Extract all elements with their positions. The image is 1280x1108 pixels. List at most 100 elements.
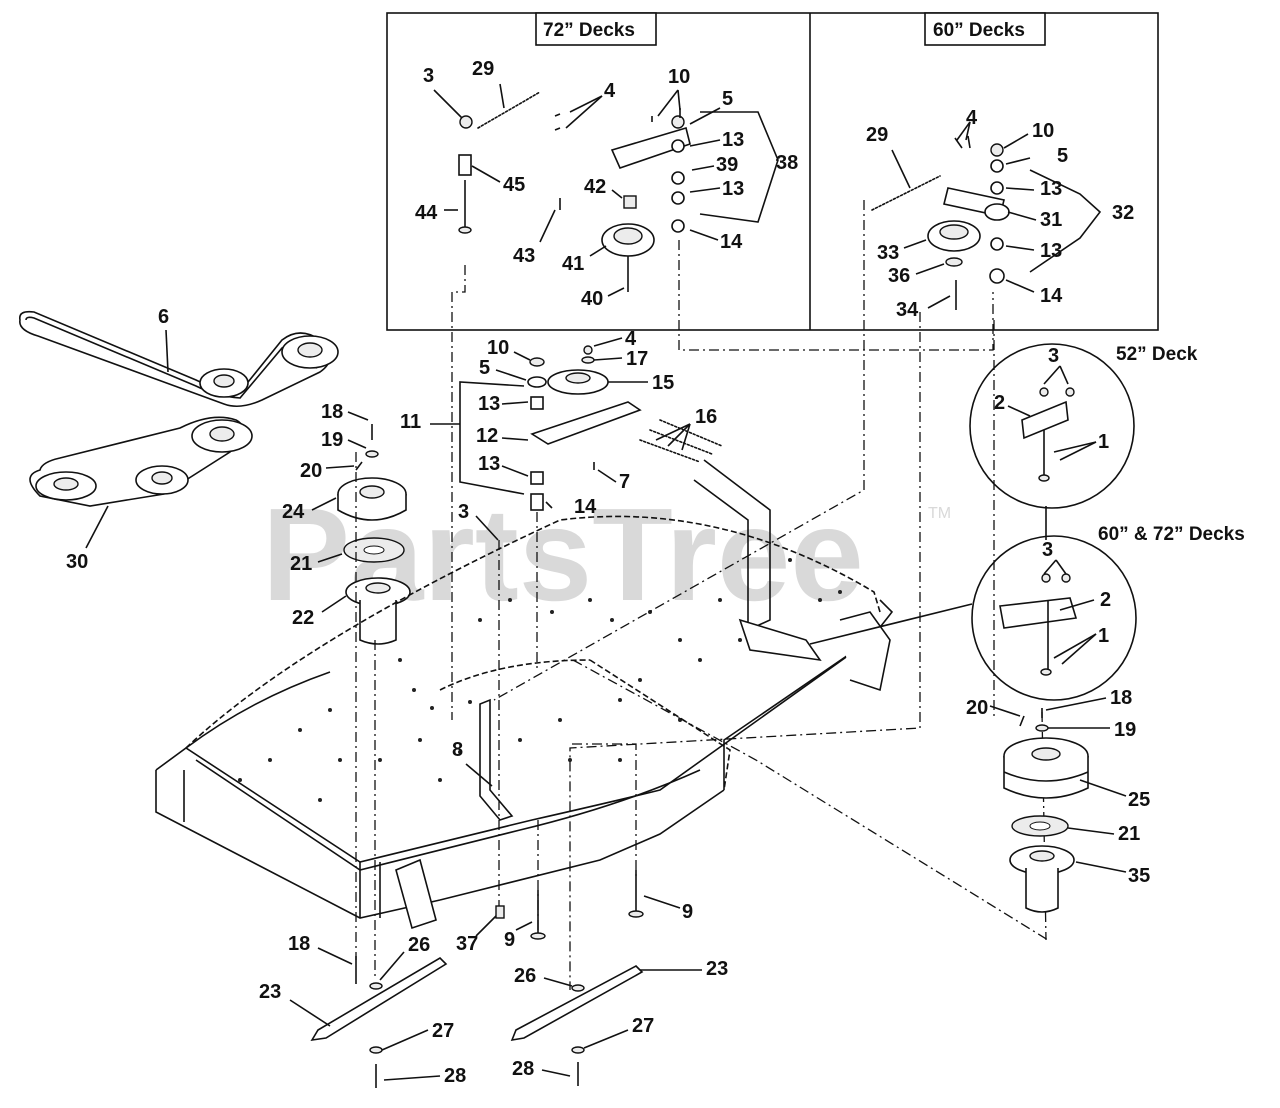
callout-30: 30: [66, 551, 88, 573]
callout-6: 6: [158, 306, 169, 328]
callout-20: 20: [966, 697, 988, 719]
left-spindle: [337, 424, 411, 645]
callout-33: 33: [877, 242, 899, 264]
callout-7: 7: [619, 471, 630, 493]
callout-10: 10: [487, 337, 509, 359]
callout-27: 27: [432, 1020, 454, 1042]
callout-labels: 3 29 4 10 5 13 39 38 45 42 13 44 43 41 1…: [66, 58, 1245, 1087]
main-leaders: [85, 329, 1127, 1081]
bracket-8: [479, 698, 514, 821]
callout-22: 22: [292, 607, 314, 629]
callout-44: 44: [415, 202, 438, 224]
belts: [18, 310, 339, 507]
callout-42: 42: [584, 176, 606, 198]
callout-3: 3: [1048, 345, 1059, 367]
callout-4: 4: [604, 80, 616, 102]
spacer-42: [623, 195, 637, 209]
callout-41: 41: [562, 253, 584, 275]
screws-4-72: [554, 113, 561, 131]
deck-6072-label: 60” & 72” Decks: [1098, 524, 1245, 545]
callout-3: 3: [423, 65, 434, 87]
nut-37: [495, 905, 505, 919]
callout-18: 18: [1110, 687, 1132, 709]
callout-4: 4: [966, 107, 978, 129]
blade-23-left: [310, 956, 448, 1042]
callout-23: 23: [259, 981, 281, 1003]
callout-18: 18: [321, 401, 343, 423]
callout-16: 16: [695, 406, 717, 428]
construction-lines: [355, 200, 1049, 990]
deck-52-detail: [969, 343, 1135, 509]
callout-13: 13: [1040, 178, 1062, 200]
callout-3: 3: [458, 501, 469, 523]
spring-60: [871, 175, 941, 211]
springs-16: [639, 419, 723, 463]
callout-9: 9: [504, 929, 515, 951]
inset-left-title: 72” Decks: [543, 20, 635, 41]
right-spindle: [1003, 708, 1089, 913]
idler-72-assembly: [458, 91, 691, 292]
callout-11: 11: [400, 411, 421, 433]
callout-34: 34: [896, 299, 919, 321]
inset-left-title-box: [535, 12, 657, 46]
inset-box: 72” Decks 60” Decks: [386, 12, 1159, 331]
callout-19: 19: [1114, 719, 1136, 741]
callout-3: 3: [1042, 539, 1053, 561]
idler-arm-12: [530, 401, 642, 445]
callout-5: 5: [1057, 145, 1068, 167]
callout-27: 27: [632, 1015, 654, 1037]
deck-bracket-right: [839, 611, 891, 692]
callout-1: 1: [1098, 431, 1109, 453]
inset-leaders: [433, 83, 1102, 309]
callout-35: 35: [1128, 865, 1150, 887]
callout-5: 5: [479, 357, 490, 379]
belt-6: [18, 310, 331, 408]
callout-13: 13: [478, 393, 500, 415]
callout-40: 40: [581, 288, 603, 310]
callout-29: 29: [866, 124, 888, 146]
spacer-36: [945, 257, 963, 267]
inset-frame: [386, 12, 1159, 331]
idler-60-assembly: [871, 135, 1010, 310]
deck-52-label: 52” Deck: [1116, 344, 1198, 365]
callout-19: 19: [321, 429, 343, 451]
deck-bracket-front: [395, 858, 437, 930]
screws-4-60: [954, 135, 971, 149]
callout-13: 13: [722, 178, 744, 200]
callout-37: 37: [456, 933, 478, 955]
callout-43: 43: [513, 245, 535, 267]
callout-10: 10: [668, 66, 690, 88]
callout-14: 14: [574, 496, 597, 518]
callout-9: 9: [682, 901, 693, 923]
belt-30: [29, 416, 245, 507]
bolts: [355, 870, 644, 984]
blade-23-right: [510, 965, 644, 1042]
callout-24: 24: [282, 501, 305, 523]
callout-14: 14: [720, 231, 743, 253]
watermark-tm: TM: [928, 505, 951, 522]
callout-13: 13: [1040, 240, 1062, 262]
callout-1: 1: [1098, 625, 1109, 647]
callout-21: 21: [290, 553, 312, 575]
inset-right-title-box: [924, 12, 1046, 46]
blades: [310, 956, 644, 1088]
callout-32: 32: [1112, 202, 1134, 224]
inset-right-title: 60” Decks: [933, 20, 1025, 41]
callout-2: 2: [1100, 589, 1111, 611]
callout-36: 36: [888, 265, 910, 287]
callout-28: 28: [444, 1065, 466, 1087]
callout-12: 12: [476, 425, 498, 447]
callout-5: 5: [722, 88, 733, 110]
callout-8: 8: [452, 739, 463, 761]
callout-14: 14: [1040, 285, 1063, 307]
callout-38: 38: [776, 152, 798, 174]
callout-10: 10: [1032, 120, 1054, 142]
callout-13: 13: [478, 453, 500, 475]
callout-29: 29: [472, 58, 494, 80]
callout-31: 31: [1040, 209, 1062, 231]
callout-20: 20: [300, 460, 322, 482]
callout-39: 39: [716, 154, 738, 176]
spacer-45: [458, 154, 472, 176]
